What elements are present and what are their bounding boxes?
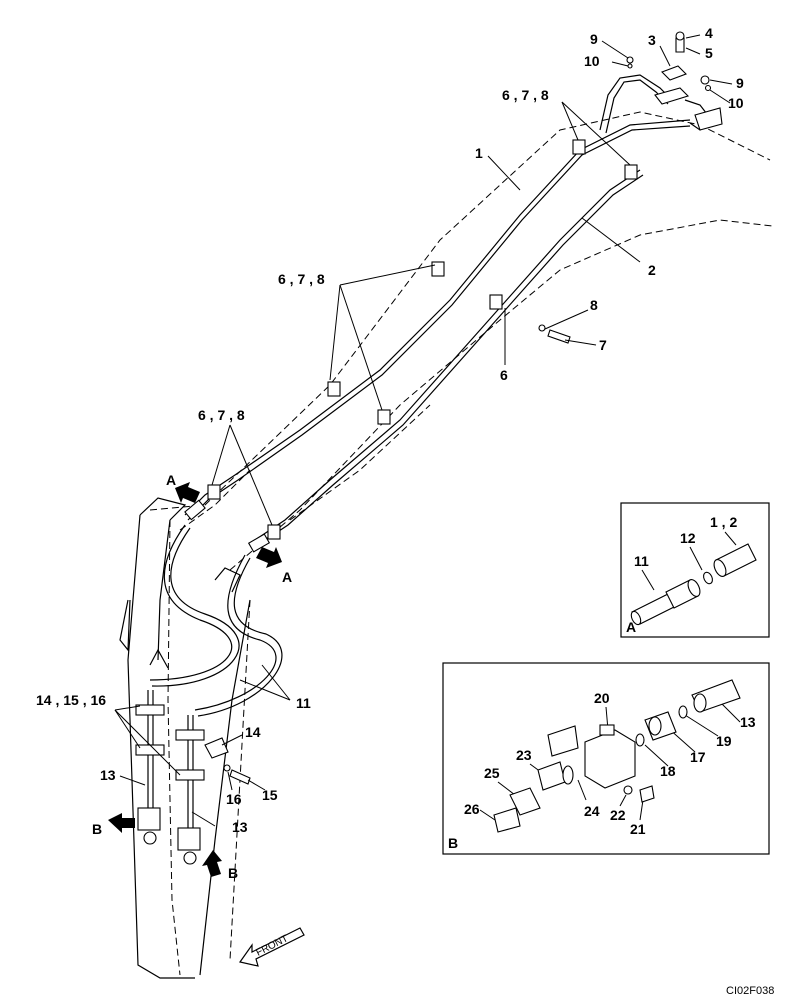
callout-3: 3 [648,32,656,48]
callout-10a: 10 [584,53,600,69]
hose-connectors-a [184,499,271,553]
front-label: FRONT [254,933,290,958]
front-arrow: FRONT [238,927,305,967]
diagram-code: CI02F038 [726,985,774,997]
callout-678-mid: 6 , 7 , 8 [278,271,325,287]
callout-15: 15 [262,787,278,803]
detail-b-callout-21: 21 [630,821,646,837]
arrow-a1-label: A [166,472,176,488]
callout-5: 5 [705,45,713,61]
callout-1: 1 [475,145,483,161]
detail-a-callout-12b: 1 , 2 [710,514,737,530]
detail-a-title: A [626,619,636,635]
pipes-13 [135,690,251,865]
callout-9a: 9 [590,31,598,47]
arrow-a2-label: A [282,569,292,585]
detail-b-callout-23: 23 [516,747,532,763]
callout-678-top: 6 , 7 , 8 [502,87,549,103]
callout-9b: 9 [736,75,744,91]
callout-8: 8 [590,297,598,313]
callout-13b: 13 [232,819,248,835]
callout-4: 4 [705,25,713,41]
callout-678-low: 6 , 7 , 8 [198,407,245,423]
detail-b-title: B [448,835,458,851]
detail-b-callout-20: 20 [594,690,610,706]
detail-b-callout-19: 19 [716,733,732,749]
detail-b-callout-25: 25 [484,765,500,781]
callout-14: 14 [245,724,261,740]
detail-b-callout-18: 18 [660,763,676,779]
pipe-clamps [207,139,638,540]
leader-lines [114,34,733,827]
callout-labels: 1 2 3 4 5 6 7 8 9 9 10 10 6 , 7 , 8 6 , … [36,25,744,835]
boom-outline [149,111,773,571]
pipe-2 [254,169,644,546]
detail-a-callout-11: 11 [634,553,649,569]
view-arrows: A A B B [92,472,292,881]
detail-b-callout-17: 17 [690,749,706,765]
detail-b-callout-26: 26 [464,801,480,817]
detail-a-box: A 11 12 1 , 2 [620,502,770,638]
detail-b-callout-13: 13 [740,714,756,730]
detail-b-callout-24: 24 [584,803,600,819]
detail-a-callout-12: 12 [680,530,696,546]
callout-141516: 14 , 15 , 16 [36,692,106,708]
callout-6: 6 [500,367,508,383]
callout-2: 2 [648,262,656,278]
callout-7: 7 [599,337,607,353]
pipe-1 [184,119,691,521]
callout-16: 16 [226,791,242,807]
view-arrow-b2 [202,850,222,877]
detail-b-callout-22: 22 [610,807,626,823]
callout-11: 11 [296,695,311,711]
hoses-11 [149,524,283,717]
callout-13a: 13 [100,767,116,783]
arrow-b1-label: B [92,821,102,837]
view-arrow-b1 [108,813,135,833]
detail-b-box: B 13 17 18 19 20 21 22 23 24 25 26 [442,662,770,855]
view-arrow-a2 [256,547,282,568]
top-fittings [599,31,723,134]
arrow-b2-label: B [228,865,238,881]
view-arrow-a1 [175,482,200,503]
callout-10b: 10 [728,95,744,111]
